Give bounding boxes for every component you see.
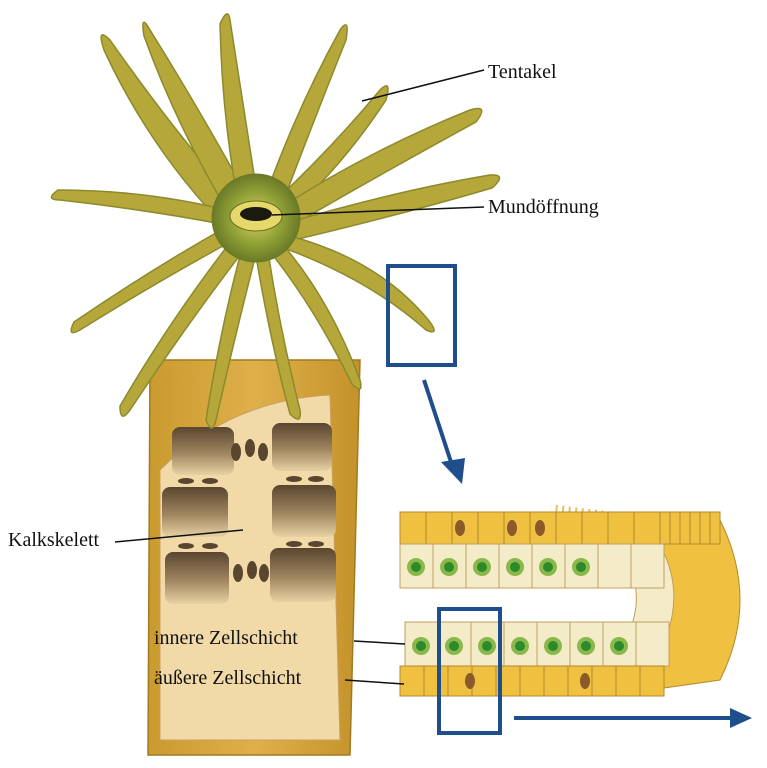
- outer-cell: [608, 512, 634, 544]
- outer-cell: [520, 666, 544, 696]
- outer-cell: [700, 512, 710, 544]
- label-tentacle: Tentakel: [488, 62, 557, 82]
- outer-cell-nucleus: [580, 673, 590, 689]
- cell-nucleolus: [477, 562, 487, 572]
- leader-line-outer-layer: [345, 680, 404, 684]
- skeleton-chamber: [162, 487, 228, 537]
- cell-nucleolus: [515, 641, 525, 651]
- outer-cell: [582, 512, 608, 544]
- outer-cell: [424, 666, 448, 696]
- cell-nucleolus: [416, 641, 426, 651]
- outer-cell: [472, 666, 496, 696]
- outer-cell: [426, 512, 452, 544]
- inner-cell: [598, 544, 631, 588]
- inner-cell: [631, 544, 664, 588]
- outer-cell: [670, 512, 680, 544]
- cell-nucleolus: [614, 641, 624, 651]
- skeleton-chamber: [272, 423, 332, 471]
- leader-line-tentacle: [362, 70, 484, 101]
- outer-cell: [400, 512, 426, 544]
- outer-cell: [400, 666, 424, 696]
- skeleton-chamber: [172, 427, 234, 475]
- leader-line-inner-layer: [354, 641, 405, 644]
- label-inner-cell-layer: innere Zellschicht: [154, 628, 298, 648]
- oral-disc: [212, 174, 300, 262]
- continuation-arrow: [514, 708, 752, 728]
- cell-nucleolus: [444, 562, 454, 572]
- skeleton-chamber: [165, 552, 229, 604]
- label-outer-cell-layer: äußere Zellschicht: [154, 668, 301, 688]
- outer-cell: [660, 512, 670, 544]
- outer-cell-nucleus: [535, 520, 545, 536]
- mouth-opening: [240, 207, 272, 221]
- cell-layer-tube: [400, 505, 740, 696]
- outer-cell-nucleus: [455, 520, 465, 536]
- outer-cell: [634, 512, 660, 544]
- outer-cell: [592, 666, 616, 696]
- cell-nucleolus: [411, 562, 421, 572]
- cell-nucleolus: [581, 641, 591, 651]
- cell-nucleolus: [449, 641, 459, 651]
- outer-cell: [640, 666, 664, 696]
- skeleton-chamber: [270, 548, 336, 602]
- outer-cell: [710, 512, 720, 544]
- outer-cell: [478, 512, 504, 544]
- outer-cell: [680, 512, 690, 544]
- cell-nucleolus: [510, 562, 520, 572]
- outer-cell-nucleus: [507, 520, 517, 536]
- outer-cell-nucleus: [465, 673, 475, 689]
- cell-nucleolus: [482, 641, 492, 651]
- cell-nucleolus: [576, 562, 586, 572]
- outer-cell: [616, 666, 640, 696]
- inner-cell: [636, 622, 669, 666]
- cell-nucleolus: [548, 641, 558, 651]
- outer-cell: [556, 512, 582, 544]
- label-mouth-opening: Mundöffnung: [488, 197, 599, 217]
- outer-cell: [690, 512, 700, 544]
- outer-cell: [544, 666, 568, 696]
- label-calcareous-skeleton: Kalkskelett: [8, 530, 99, 550]
- skeleton-chamber: [272, 485, 336, 537]
- cell-nucleolus: [543, 562, 553, 572]
- zoom-arrow: [424, 380, 465, 484]
